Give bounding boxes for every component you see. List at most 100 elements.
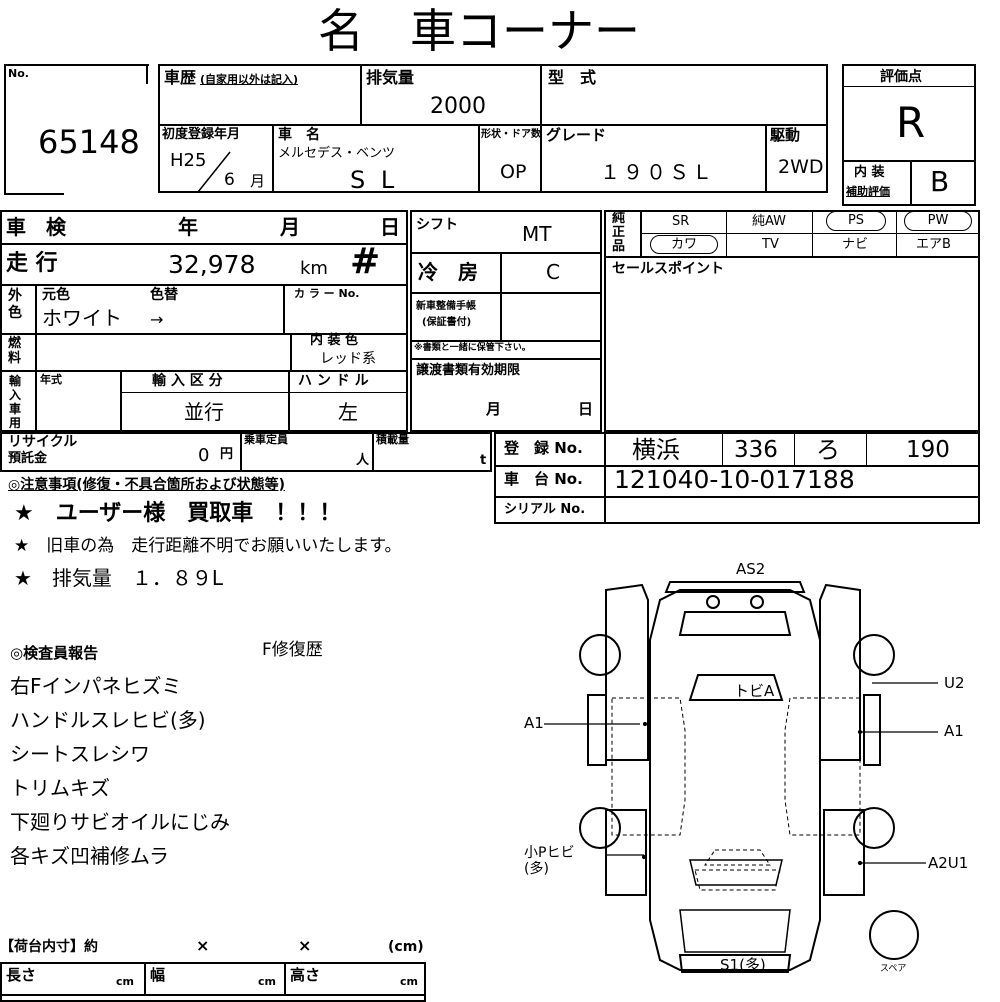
car-body-outline [649,589,821,971]
left-side-sill [587,694,607,766]
pointer-dot-a1-left [642,721,648,727]
equipment-table [604,210,980,432]
report-label: ◎検査員報告 [10,644,99,662]
status-table [0,210,408,432]
lot-bottom-border [4,193,64,195]
equip-pw: PW [904,211,972,231]
capacity-unit: 人 [356,453,370,468]
grid-col-divider [478,124,480,193]
score-value: R [896,98,926,147]
displacement-value: 2000 [430,94,486,119]
rear-bumper [678,954,792,973]
interior-color-value: レッド系 [320,351,376,367]
spare-wheel [869,910,919,960]
import-kind-value: 並行 [184,400,224,424]
service-book-label-1: 新車整備手帳 [416,301,476,312]
cargo-table [0,962,426,1002]
trunk-lid [679,909,791,953]
report-line-5: 下廻りサビオイルにじみ [10,810,230,834]
cargo-width-label: 幅 [150,966,166,984]
row-divider [0,243,408,245]
mileage-mark: # [350,241,381,282]
serial-label: シリアル No. [504,502,586,517]
equip-sr: SR [672,214,690,229]
row-divider [604,256,980,258]
grade-value: １９０ＳＬ [600,160,715,184]
report-line-1: 右Fインパネヒズミ [10,674,182,698]
import-year-label: 年式 [40,373,62,386]
grid-col-divider [540,64,542,193]
rear-window [689,859,783,886]
col-divider [288,370,290,432]
interior-color-label: 内 装 色 [310,333,359,348]
row-divider [0,994,426,996]
equip-kawa: カワ [650,235,718,254]
car-damage-diagram [544,581,938,973]
hood-panel [678,611,792,636]
damage-u2: U2 [944,674,965,692]
grade-label: グレード [546,126,607,144]
equip-airbag: エアB [916,237,951,252]
row-divider [494,496,980,498]
color-change-label: 色替 [150,287,178,303]
load-unit: t [480,453,487,468]
left-headlight [706,595,720,609]
lot-number: 65148 [38,123,140,161]
registration-table [494,432,980,524]
notes-line-2: ★ 旧車の為 走行距離不明でお願いいたします。 [14,536,402,556]
col-divider [812,210,813,256]
mid-table [410,210,602,432]
col-divider [896,210,897,256]
pointer-dot-small-p [641,854,647,860]
cargo-width-unit: cm [258,975,276,988]
lot-left-border [4,64,6,194]
col-divider [794,432,795,465]
score-col-divider [910,160,912,206]
left-door-dashed [611,697,686,836]
score-header [844,66,974,87]
left-front-wheel [579,634,621,676]
equip-aw: 純AW [752,214,787,229]
cargo-height-label: 高さ [290,966,321,984]
car-name-label: 車 名 [278,127,320,143]
transfer-day: 日 [578,400,594,418]
notes-line-1: ★ ユーザー様 買取車 ！！！ [14,501,342,526]
registration-number: 190 [906,437,950,463]
import-kind-label: 輸 入 区 分 [152,373,223,389]
report-line-4: トリムキズ [10,776,110,800]
lot-corner-mark [146,64,148,84]
cargo-label: 【荷台内寸】約 [0,939,98,955]
shift-value: MT [522,222,552,246]
sheet-title: 名 車コーナー [318,4,640,58]
damage-as2: AS2 [736,560,766,578]
lot-label: No. [8,67,29,80]
history-note: (自家用以外は記入) [200,73,299,86]
doors-value: OP [500,161,527,183]
col-divider [283,284,285,333]
rear-deck-dashed [694,869,781,891]
row-divider [410,358,602,360]
transfer-month: 月 [486,400,502,418]
cargo-length-unit: cm [116,975,134,988]
grid-col-divider [360,64,362,124]
handle-label: ハ ン ド ル [298,373,369,389]
score-box [842,64,976,206]
inspection-day: 日 [380,215,400,239]
col-divider [120,370,122,432]
damage-a2u1: A2U1 [928,854,969,872]
damage-a1-left: A1 [524,714,544,732]
car-maker: メルセデス・ベンツ [278,146,396,161]
equipment-label: 純正品 [612,211,626,254]
service-book-note: ※書類と一緒に保管下さい。 [414,343,531,353]
spare-label: スペア [880,964,907,974]
equip-ps: PS [826,211,886,231]
color-no-label: カ ラ ー No. [294,287,360,300]
col-divider [722,432,723,465]
right-side-sill [863,694,881,766]
first-reg-year: H25 [170,150,207,171]
report-line-3: シートスレシワ [10,742,150,766]
notes-label: ◎注意事項(修復・不具合箇所および状態等) [8,477,286,493]
recycle-unit: 円 [220,447,234,462]
row-divider [410,252,602,254]
slash-divider [197,151,231,193]
